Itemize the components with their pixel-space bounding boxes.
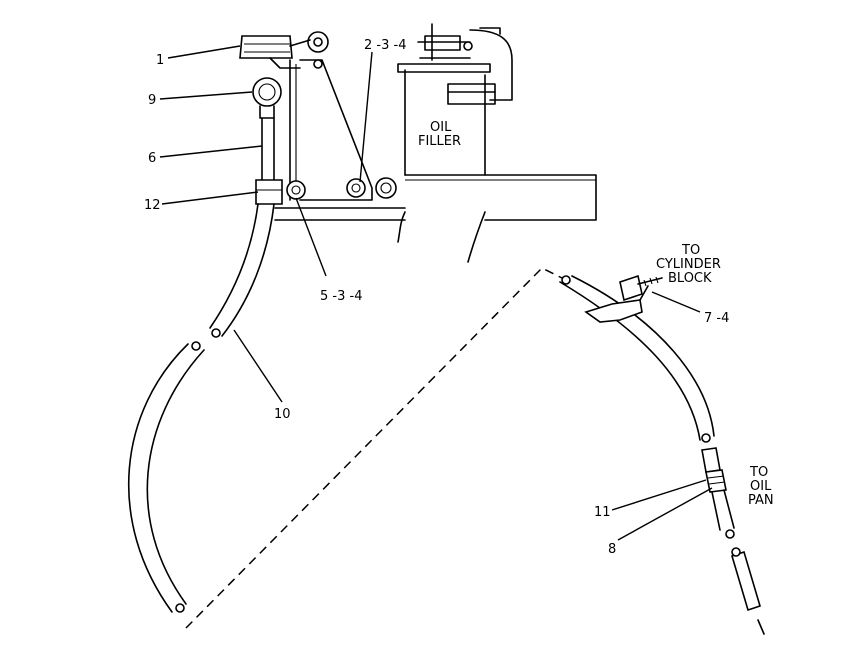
callout-12: 12: [144, 198, 161, 213]
leader-lines: [159, 45, 713, 541]
bolts: [286, 177, 397, 200]
dipstick-tube: [261, 117, 275, 181]
callout-8: 8: [608, 542, 616, 557]
callout-7-4: 7 -4: [704, 311, 729, 326]
callout-labels: 1 9 6 12 2 -3 -4 5 -3 -4 10 7 -4 11 8: [144, 38, 729, 557]
mounting-bracket: [289, 31, 373, 201]
to-oil-pan-line-1: TO: [749, 465, 768, 480]
oil-filler-line-1: OIL: [430, 120, 452, 135]
callout-2-3-4: 2 -3 -4: [364, 38, 406, 53]
oil-filler-line-2: FILLER: [418, 134, 461, 149]
dipstick-cap: [239, 35, 311, 69]
drain-hose-lower: [127, 341, 205, 613]
right-hose-assembly: [559, 274, 715, 443]
to-oil-pan-line-3: PAN: [748, 493, 774, 508]
engine-block-outline: [274, 23, 597, 263]
drain-hose-upper: [209, 203, 275, 338]
to-cylinder-block-note: TO CYLINDER BLOCK: [656, 243, 721, 286]
ball-fitting: [252, 77, 282, 119]
to-cylinder-block-line-2: CYLINDER: [656, 257, 721, 272]
callout-11: 11: [594, 505, 611, 520]
to-cylinder-block-line-1: TO: [681, 243, 700, 258]
to-cylinder-block-line-3: BLOCK: [668, 271, 712, 286]
oil-filler-note: OIL FILLER: [418, 120, 461, 149]
to-oil-pan-note: TO OIL PAN: [748, 465, 774, 508]
oil-pan-fitting: [701, 447, 765, 635]
callout-10: 10: [274, 407, 291, 422]
callout-6: 6: [148, 151, 156, 166]
continuation-line: [185, 267, 567, 629]
callout-9: 9: [148, 93, 156, 108]
to-oil-pan-line-2: OIL: [750, 479, 772, 494]
tube-clamp: [255, 179, 283, 205]
callout-1: 1: [156, 53, 164, 68]
callout-5-3-4: 5 -3 -4: [320, 289, 362, 304]
